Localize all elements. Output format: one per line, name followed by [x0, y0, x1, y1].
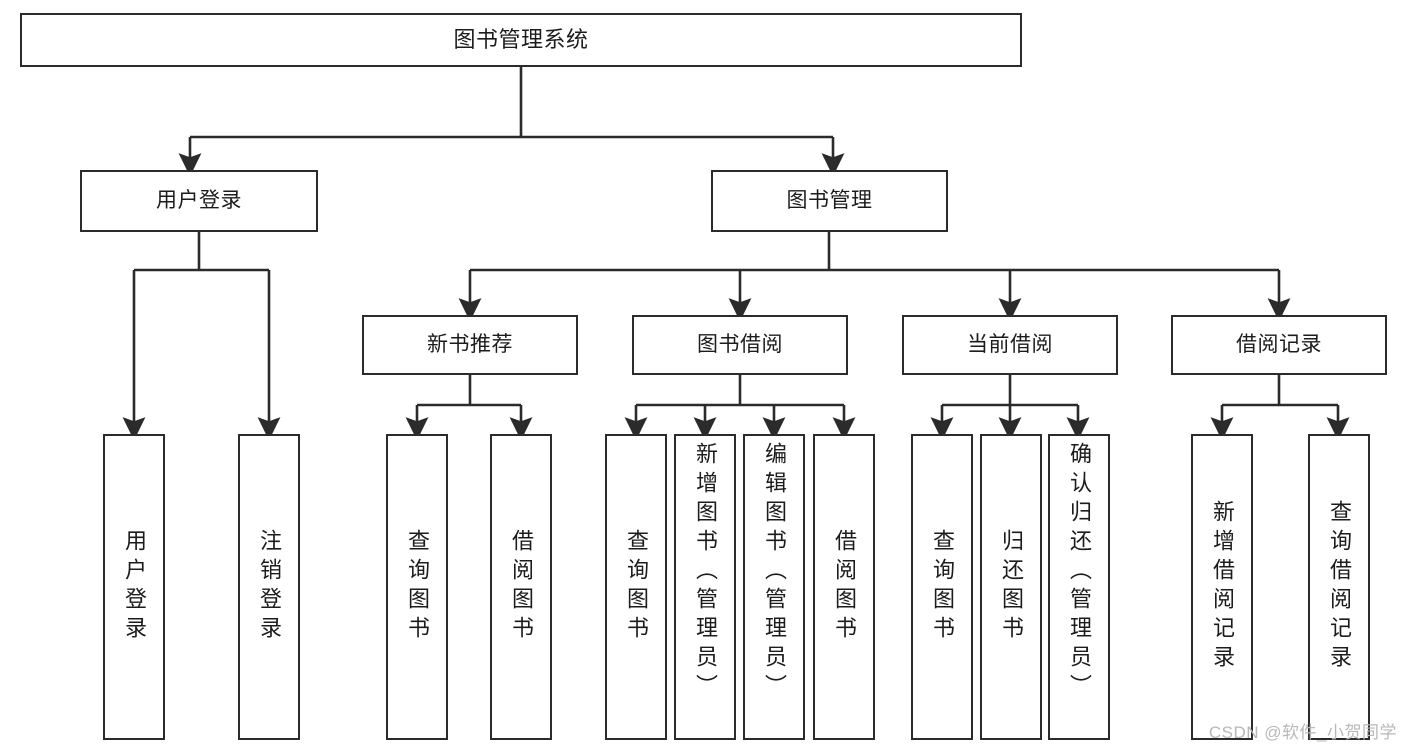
- leaf-query-borrow-record[interactable]: 查询借阅记录: [1308, 434, 1370, 740]
- node-user-login[interactable]: 用户登录: [80, 170, 318, 232]
- leaf-label-return-book: 归还图书: [999, 529, 1024, 645]
- node-label-current-borrow: 当前借阅: [967, 332, 1053, 356]
- leaf-label-edit-book-admin: 编辑图书（管理员）: [762, 442, 787, 703]
- leaf-query-book-current[interactable]: 查询图书: [911, 434, 973, 740]
- leaf-edit-book-admin[interactable]: 编辑图书（管理员）: [743, 434, 805, 740]
- node-label-book-management: 图书管理: [786, 188, 873, 212]
- leaf-label-borrow-book-recommend: 借阅图书: [509, 529, 534, 645]
- leaf-query-book-borrow[interactable]: 查询图书: [605, 434, 667, 740]
- leaf-query-book-recommend[interactable]: 查询图书: [386, 434, 448, 740]
- leaf-confirm-return-admin[interactable]: 确认归还（管理员）: [1048, 434, 1110, 740]
- leaf-label-confirm-return-admin: 确认归还（管理员）: [1067, 442, 1092, 703]
- leaf-label-query-book-borrow: 查询图书: [624, 529, 649, 645]
- watermark-text: CSDN @软件_小贺同学: [1208, 723, 1397, 742]
- node-new-book-recommendation[interactable]: 新书推荐: [362, 315, 578, 375]
- leaf-borrow-book-recommend[interactable]: 借阅图书: [490, 434, 552, 740]
- leaf-add-book-admin[interactable]: 新增图书（管理员）: [674, 434, 736, 740]
- node-label-new-book-recommendation: 新书推荐: [427, 332, 513, 356]
- node-borrow-record[interactable]: 借阅记录: [1171, 315, 1387, 375]
- node-label-borrow-record: 借阅记录: [1236, 332, 1322, 356]
- node-current-borrow[interactable]: 当前借阅: [902, 315, 1118, 375]
- node-label-book-borrow: 图书借阅: [697, 332, 783, 356]
- leaf-label-query-book-current: 查询图书: [930, 529, 955, 645]
- leaf-label-query-borrow-record: 查询借阅记录: [1327, 500, 1352, 674]
- node-label-root: 图书管理系统: [453, 27, 589, 53]
- leaf-label-user-login: 用户登录: [122, 529, 147, 645]
- leaf-add-borrow-record[interactable]: 新增借阅记录: [1191, 434, 1253, 740]
- leaf-user-login[interactable]: 用户登录: [103, 434, 165, 740]
- leaf-label-add-book-admin: 新增图书（管理员）: [693, 442, 718, 703]
- leaf-label-logout: 注销登录: [257, 529, 282, 645]
- leaf-label-borrow-book: 借阅图书: [832, 529, 857, 645]
- leaf-borrow-book[interactable]: 借阅图书: [813, 434, 875, 740]
- node-book-management[interactable]: 图书管理: [711, 170, 948, 232]
- node-book-borrow[interactable]: 图书借阅: [632, 315, 848, 375]
- node-root-book-management-system[interactable]: 图书管理系统: [20, 13, 1022, 67]
- node-label-user-login: 用户登录: [156, 188, 242, 212]
- leaf-return-book[interactable]: 归还图书: [980, 434, 1042, 740]
- leaf-label-query-book-recommend: 查询图书: [405, 529, 430, 645]
- leaf-label-add-borrow-record: 新增借阅记录: [1210, 500, 1235, 674]
- leaf-logout[interactable]: 注销登录: [238, 434, 300, 740]
